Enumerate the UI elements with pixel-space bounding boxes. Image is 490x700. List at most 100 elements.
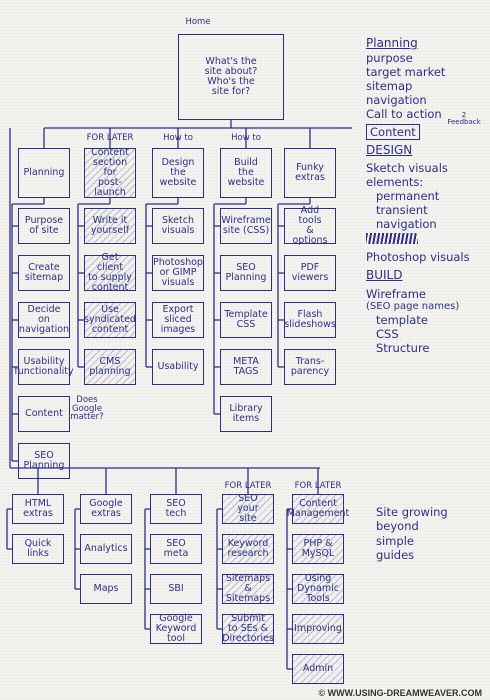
notes-build-item: Structure [376,341,430,356]
build-item-text: Library items [229,403,263,424]
section-funky: Funky extras [284,148,336,198]
bottom-item-text: Quick links [24,538,52,559]
content-item-text: CMS planning [89,356,131,377]
content-item: Write it yourself [84,208,136,244]
build-item: META TAGS [220,349,272,385]
funky-item-text: Flash slideshows [284,309,336,330]
build-item-text: META TAGS [233,356,259,377]
bottom-item: Google Keyword tool [150,614,202,644]
planning-item-text: Decide on navigation [18,304,70,335]
content-item-text: Use syndicated content [84,304,136,335]
notes-design-item: navigation [376,217,437,232]
bottom-item-text: HTML extras [23,498,53,519]
bottom-item: Using Dynamic Tools [292,574,344,604]
planning-item: Decide on navigation [18,302,70,338]
bottom-item-text: Google Keyword tool [155,613,197,644]
funky-item-text: Add tools & options [292,205,328,246]
funky-item-text: Trans- parency [290,356,330,377]
bottom-item-text: Admin [302,663,334,675]
funky-item: Trans- parency [284,349,336,385]
notes-design-item: transient [376,203,428,218]
bottom-item: Admin [292,654,344,684]
planning-item-text: Purpose of site [24,215,64,236]
content-item: Use syndicated content [84,302,136,338]
bottom-item: SEO meta [150,534,202,564]
bottom-item-text: Content Management [286,498,350,519]
section-design: Design the website [152,148,204,198]
design-item-text: Photoshop or GIMP visuals [153,257,203,288]
bottom-item: Content Management [287,494,349,524]
design-item-text: Usability [157,361,199,373]
home-text: What's the site about? Who's the site fo… [204,56,258,97]
design-item: Photoshop or GIMP visuals [152,255,204,291]
section-planning: Planning [18,148,70,198]
bottom-header: FOR LATER [294,481,342,491]
bottom-item-text: SEO tech [165,498,187,519]
home-label: Home [185,17,211,27]
planning-item: Usability functionality [14,349,74,385]
planning-notes: Planning purpose target market sitemap n… [366,36,486,355]
notes-photoshop: Photoshop visuals [366,250,470,265]
content-item: CMS planning [84,349,136,385]
design-item: Sketch visuals [152,208,204,244]
funky-item-text: PDF viewers [291,262,329,283]
funky-item: Flash slideshows [284,302,336,338]
section-design-text: Design the website [159,157,197,188]
notes-design-item: Sketch visuals [366,161,448,176]
bottom-item: Keyword research [222,534,274,564]
section-content: Content section for post-launch [84,148,136,198]
bottom-item: Google extras [80,494,132,524]
notes-build-item: (SEO page names) [366,301,460,313]
bottom-item-text: Maps [93,583,119,595]
planning-item: SEO Planning [18,443,70,479]
feedback-note: 2 Feedback [447,111,481,126]
site-growing-note: Site growing beyond simple guides [376,505,448,563]
build-item-text: Template CSS [224,309,268,330]
build-item-text: SEO Planning [225,262,267,283]
design-item-text: Sketch visuals [161,215,195,236]
planning-item: Create sitemap [18,255,70,291]
notes-planning-item: Content [366,123,420,140]
planning-item-text: SEO Planning [23,450,65,471]
planning-item-text: Content [25,408,63,420]
bottom-item-text: Keyword research [227,538,269,559]
notes-planning-item: Call to action [366,106,442,121]
bottom-item-text: SEO meta [163,538,189,559]
bottom-item-text: SEO your site [237,493,259,524]
bottom-item-text: Analytics [84,543,128,555]
planning-item: Purpose of site [18,208,70,244]
section-build-text: Build the website [227,157,265,188]
build-item: SEO Planning [220,255,272,291]
notes-design-item: permanent [376,189,440,204]
design-item-text: Export sliced images [160,304,196,335]
notes-design-title: DESIGN [366,142,413,157]
scribble-mark [366,233,418,245]
copyright-footer: © WWW.USING-DREAMWEAVER.COM [318,688,482,698]
notes-build-item: Wireframe [366,287,426,302]
planning-item-text: Create sitemap [24,262,64,283]
notes-planning-item: navigation [366,92,427,107]
content-item-text: Get client to supply content [88,252,132,293]
notes-design-item: elements: [366,175,424,190]
bottom-item: Sitemaps & Sitemaps [222,574,274,604]
build-item: Library items [220,396,272,432]
planning-item: Content [18,396,70,432]
bottom-item: Maps [80,574,132,604]
top-header-content: FOR LATER [86,133,134,143]
design-item: Export sliced images [152,302,204,338]
content-item: Get client to supply content [84,252,136,293]
bottom-item-text: Submit to SEs & Directories [222,613,274,644]
bottom-item-text: Google extras [89,498,123,519]
bottom-header: FOR LATER [224,481,272,491]
bottom-item: Analytics [80,534,132,564]
content-item-text: Write it yourself [90,215,130,236]
bottom-item-text: Sitemaps & Sitemaps [225,573,271,604]
notes-build-item: CSS [376,327,399,342]
bottom-item-text: Improving [294,623,342,635]
notes-build-item: template [376,313,428,328]
section-planning-text: Planning [23,167,65,179]
home-box: What's the site about? Who's the site fo… [178,34,284,120]
bottom-item-text: Using Dynamic Tools [297,573,339,604]
